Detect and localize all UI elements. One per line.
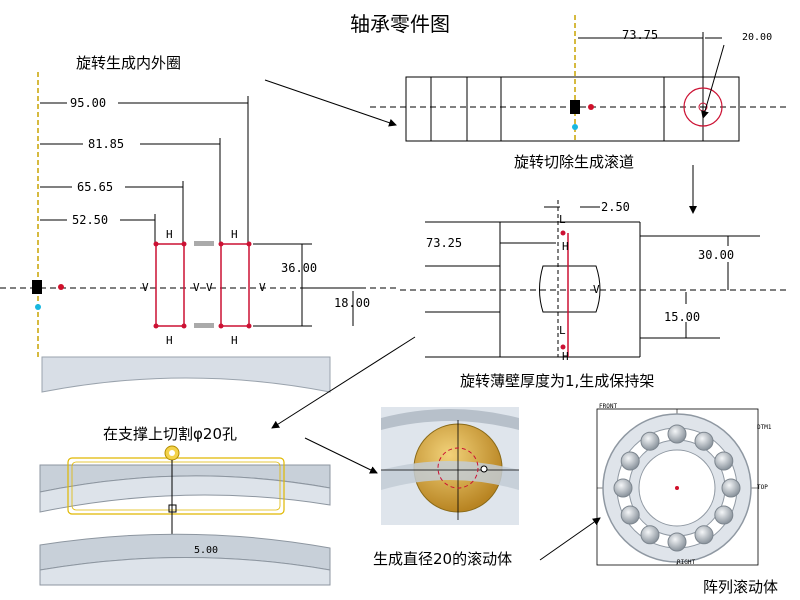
caption-cut-hole: 在支撑上切割φ20孔: [103, 425, 237, 443]
dim-36: 36.00: [281, 261, 318, 275]
cut-hole-view: [39, 445, 331, 586]
datum-front: FRONT: [599, 403, 618, 410]
v-label: V: [593, 283, 600, 296]
flow-arrow-5: [539, 517, 601, 561]
flow-arrow-4: [304, 437, 378, 474]
rolling-element: [721, 478, 741, 498]
page-title: 轴承零件图: [350, 12, 450, 36]
sketch-thin-revolve: [400, 200, 790, 358]
caption-revolve-cut: 旋转切除生成滚道: [514, 153, 635, 171]
h-label: H: [562, 350, 569, 363]
h-label: H: [231, 228, 238, 241]
rolling-ball-view: [381, 407, 519, 525]
rolling-element: [620, 451, 640, 471]
datum-top: TOP: [757, 484, 768, 491]
dim-52-50: 52.50: [72, 213, 109, 227]
dim-5: 5.00: [194, 545, 219, 556]
rolling-element: [640, 431, 660, 451]
v-label: V: [193, 281, 200, 294]
dim-73-25: 73.25: [426, 236, 463, 250]
rolling-element: [640, 525, 660, 545]
sketch-revolve-cut: [370, 15, 790, 142]
flow-arrow-1: [264, 79, 397, 127]
datum-right: RIGHT: [677, 559, 696, 566]
rolling-element: [667, 532, 687, 552]
dim-81-85: 81.85: [88, 137, 125, 151]
v-label: V: [259, 281, 266, 294]
dim-2-50: 2.50: [601, 200, 630, 214]
caption-revolve-rings: 旋转生成内外圈: [76, 54, 182, 72]
dim-95: 95.00: [70, 96, 107, 110]
caption-thin-revolve: 旋转薄壁厚度为1,生成保持架: [460, 372, 655, 390]
rolling-element: [667, 424, 687, 444]
flow-arrow-3: [271, 336, 416, 429]
rolling-element: [714, 451, 734, 471]
h-label: H: [231, 334, 238, 347]
datum-dtm1: DTM1: [757, 424, 772, 431]
v-label: V: [142, 281, 149, 294]
caption-pattern: 阵列滚动体: [703, 578, 779, 596]
rolling-element: [620, 505, 640, 525]
dim-18: 18.00: [334, 296, 371, 310]
dim-65-65: 65.65: [77, 180, 114, 194]
rolling-element: [714, 505, 734, 525]
l-label: L: [559, 213, 566, 226]
origin-marker: [32, 280, 42, 294]
v-label: V: [206, 281, 213, 294]
h-label: H: [562, 240, 569, 253]
sketch-revolve-rings: [0, 72, 400, 393]
rolling-element: [613, 478, 633, 498]
dim-30: 30.00: [698, 248, 735, 262]
dim-20: 20.00: [742, 32, 773, 43]
dim-15: 15.00: [664, 310, 701, 324]
caption-ball: 生成直径20的滚动体: [373, 550, 513, 568]
rolling-element: [694, 525, 714, 545]
l-label: L: [559, 324, 566, 337]
pattern-view: [596, 408, 759, 566]
h-label: H: [166, 228, 173, 241]
h-label: H: [166, 334, 173, 347]
rolling-element: [694, 431, 714, 451]
dim-73-75: 73.75: [622, 28, 659, 42]
